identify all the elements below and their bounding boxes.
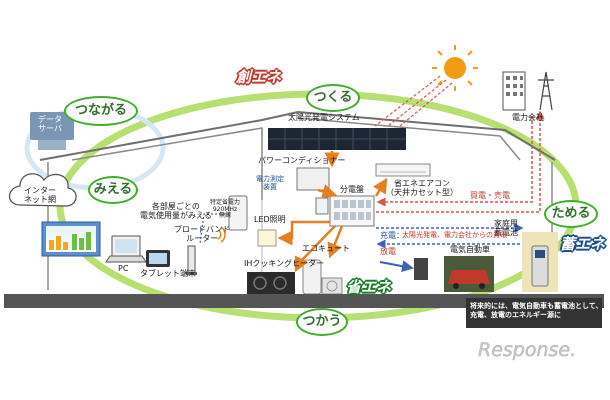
label-pc: PC — [118, 264, 129, 273]
label-power-meter: 電力測定 装置 — [256, 175, 284, 191]
power-meter-device — [228, 195, 248, 231]
ev-charger-device — [414, 258, 428, 280]
label-future-note: 将来的には、電気自動車も蓄電池として、 充電、放電のエネルギー源に — [470, 302, 603, 320]
label-smart-meter: 特定省電力 920MHz 無線 — [210, 199, 241, 220]
label-ecocute: エコキュート — [302, 244, 350, 253]
label-home-battery: 家庭用 蓄電池 — [494, 219, 518, 237]
house-roof-inner — [71, 127, 263, 200]
label-internet: インター ネット網 — [24, 186, 56, 204]
bubble-tsukuru: つくる — [306, 84, 360, 112]
label-power-conditioner: パワーコンディショナー — [258, 156, 346, 165]
house-roof-right — [297, 117, 521, 161]
energy-monitor-screen — [41, 221, 101, 257]
label-buy-sell: 買電・売電 — [470, 191, 510, 200]
led-light-device — [257, 229, 277, 247]
power-conditioner-device — [296, 167, 330, 191]
sunlight-rays — [374, 75, 453, 127]
ground-bar — [4, 294, 604, 308]
router-icon — [186, 245, 197, 275]
bubble-mieru: みえる — [88, 176, 138, 204]
measurement-unit-device — [315, 197, 329, 215]
ceiling-aircon-device — [375, 163, 431, 177]
svg-text:Response.: Response. — [478, 339, 576, 361]
power-company-icon — [502, 71, 554, 111]
label-distribution-board: 分電盤 — [340, 185, 364, 194]
solar-panel-array — [268, 128, 406, 150]
ecocute-device — [302, 259, 343, 295]
label-ih-heater: IHクッキングヒーター — [244, 259, 325, 268]
badge-sou-ene: 創エネ — [236, 68, 282, 86]
label-led: LED照明 — [254, 215, 286, 224]
sun-icon — [432, 45, 478, 91]
label-data-server: データ サーバ — [38, 115, 62, 133]
label-charge-prefix: 充電： — [380, 231, 404, 240]
pc-icon — [105, 235, 147, 263]
future-note-box — [466, 298, 602, 328]
badge-chiku-ene: 蓄エネ — [560, 235, 606, 253]
label-power-company: 電力会社 — [512, 113, 544, 122]
bubble-tameru: ためる — [544, 200, 598, 228]
label-charge-detail: 太陽光発電、電力会社からの買電 — [402, 231, 507, 239]
wireless-signal-icon — [217, 226, 226, 243]
data-server-icon — [30, 112, 74, 150]
bubble-tsunagaru: つながる — [64, 96, 138, 126]
flow-arrows — [199, 110, 545, 273]
bubble-tsukau: つかう — [296, 308, 348, 336]
badge-shou-ene: 省エネ — [346, 278, 392, 296]
house-roof — [39, 110, 556, 161]
home-battery-icon — [522, 232, 558, 292]
label-per-room-usage: 各部屋ごとの 電気使用量がみえる — [140, 202, 212, 220]
label-broadband-router: ブロードバンド ルーター — [174, 225, 231, 243]
label-discharge: 放電 — [380, 247, 396, 256]
distribution-board-device — [329, 195, 375, 227]
response-watermark: Response. — [478, 339, 577, 362]
label-solar: 太陽光発電システム — [288, 113, 360, 122]
label-tablet: タブレット端末 — [140, 269, 196, 278]
internet-cloud-icon — [8, 173, 77, 207]
tablet-icon — [146, 250, 170, 267]
ih-heater-device — [247, 272, 295, 294]
electric-car-icon — [444, 256, 494, 292]
label-energy-saving-ac: 省エネエアコン （天井カセット型） — [386, 179, 458, 197]
label-ev: 電気自動車 — [450, 245, 490, 254]
